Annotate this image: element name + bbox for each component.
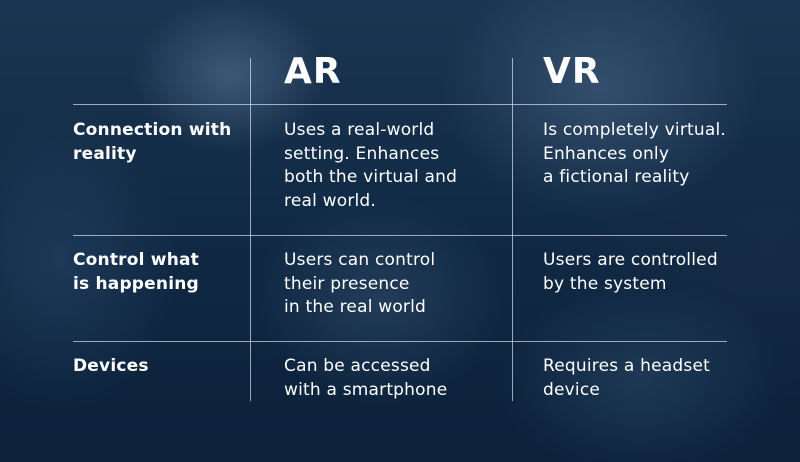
row-label-connection: Connection with reality: [73, 120, 232, 164]
row-label-control: Control what is happening: [73, 250, 199, 294]
cell-vr-devices: Requires a headset device: [543, 356, 710, 400]
row-label-devices: Devices: [73, 356, 149, 376]
row-divider-2: [73, 341, 727, 342]
cell-ar-control: Users can control their presence in the …: [284, 250, 436, 317]
cell-vr-connection: Is completely virtual. Enhances only a f…: [543, 120, 727, 187]
column-divider-right: [512, 58, 513, 401]
column-header-ar: AR: [284, 51, 342, 92]
column-header-vr: VR: [543, 51, 601, 92]
cell-ar-devices: Can be accessed with a smartphone: [284, 356, 448, 400]
row-divider-1: [73, 235, 727, 236]
column-divider-left: [250, 58, 251, 401]
row-divider-header: [73, 104, 727, 105]
cell-vr-control: Users are controlled by the system: [543, 250, 718, 294]
cell-ar-connection: Uses a real-world setting. Enhances both…: [284, 120, 458, 211]
